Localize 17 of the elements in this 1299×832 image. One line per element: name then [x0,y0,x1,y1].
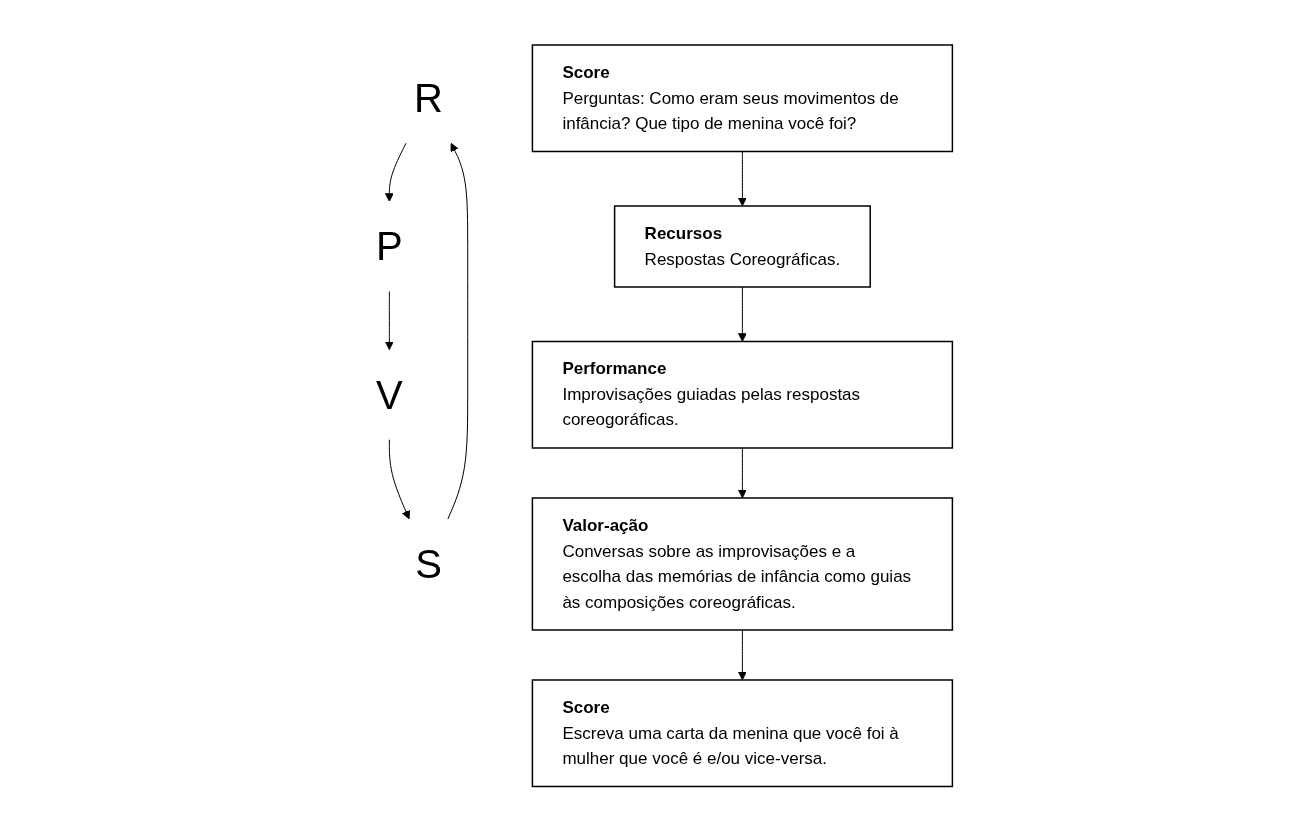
arrow [385,143,407,203]
arrow [738,151,748,207]
arrow [389,439,411,520]
node-text: P [376,224,403,269]
arrow [447,143,469,520]
node-box: Recursos Respostas Coreográficas. [614,205,872,288]
node-text: R [414,76,444,121]
arrow [738,447,748,499]
arrow [385,291,395,351]
arrow [738,629,748,681]
node-text: V [376,372,403,417]
node-box: Performance Improvisações guiadas pelas respostas coreogoráficas. [531,341,954,449]
node-box: Score Escreva uma carta da menina que você foi à mulher que você é e/ou vice-versa. [531,679,954,788]
node-box: Valor-ação Conversas sobre as improvisações e a escolha das memórias de infância como guias às composições coreográficas. [531,497,954,631]
arrow [738,286,748,343]
node-box: Score Perguntas: Como eram seus movimentos de infância? Que tipo de menina você foi? [531,44,954,153]
node-text: S [415,542,443,587]
